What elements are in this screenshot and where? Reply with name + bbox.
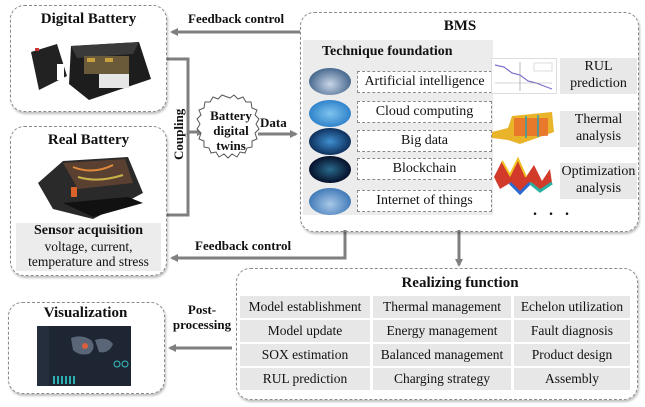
battery-pack-heatmap-icon	[492, 112, 554, 144]
post-line-2: processing	[172, 317, 232, 332]
bms-title: BMS	[443, 18, 477, 34]
digital-battery-panel: Digital Battery	[10, 5, 167, 112]
more-ellipsis: . . .	[533, 202, 573, 219]
feedback-top-label: Feedback control	[188, 11, 285, 26]
tech-item-artificial-intelligence: Artificial intelligence	[357, 71, 492, 93]
iot-city-icon	[309, 188, 351, 215]
feedback-bottom-arrow	[170, 230, 347, 262]
twins-cloud-shape	[196, 94, 260, 159]
sensor-line-2: temperature and stress	[28, 254, 149, 269]
real-battery-panel: Real Battery Sensor acquisition voltage,…	[10, 126, 167, 276]
function-thermal-management: Thermal management	[373, 296, 511, 318]
sensor-acquisition-box: Sensor acquisition voltage, current, tem…	[16, 223, 161, 271]
twins-line-1: Battery	[210, 108, 252, 123]
tech-item-big-data: Big data	[357, 130, 492, 152]
twins-line-2: digital	[213, 123, 249, 138]
function-energy-management: Energy management	[373, 320, 511, 342]
cloud-icon	[309, 100, 351, 127]
app-thermal-line-2: analysis	[575, 129, 622, 144]
tech-item-internet-of-things: Internet of things	[357, 190, 492, 212]
function-balanced-management: Balanced management	[373, 344, 511, 366]
app-optimization-line-1: Optimization	[561, 164, 636, 179]
digital-battery-title: Digital Battery	[40, 11, 137, 27]
function-charging-strategy: Charging strategy	[373, 368, 511, 390]
function-model-update: Model update	[240, 320, 370, 342]
function-echelon-utilization: Echelon utilization	[514, 296, 630, 318]
technique-foundation-title: Technique foundation	[322, 44, 453, 59]
sensor-acquisition-title: Sensor acquisition	[33, 223, 144, 238]
function-product-design: Product design	[514, 344, 630, 366]
app-rul-prediction: RUL prediction	[560, 58, 637, 94]
twins-line-3: twins	[216, 138, 246, 153]
app-thermal-line-1: Thermal	[574, 112, 623, 127]
city-network-icon	[309, 68, 351, 95]
coupling-bracket	[167, 57, 190, 217]
real-battery-image	[38, 157, 143, 219]
real-battery-title: Real Battery	[47, 132, 130, 148]
tech-item-blockchain: Blockchain	[357, 158, 492, 180]
sensor-line-1: voltage, current,	[44, 239, 133, 254]
app-optimization-analysis: Optimization analysis	[560, 163, 637, 199]
app-rul-line-2: prediction	[570, 76, 627, 91]
data-label: Data	[260, 115, 287, 130]
function-rul-prediction: RUL prediction	[240, 368, 370, 390]
function-fault-diagnosis: Fault diagnosis	[514, 320, 630, 342]
realizing-function-title: Realizing function	[401, 275, 519, 291]
feedback-bottom-label: Feedback control	[195, 238, 292, 253]
post-line-1: Post-	[187, 302, 217, 317]
coupling-label: Coupling	[171, 108, 186, 160]
digital-battery-image	[31, 42, 151, 100]
function-sox-estimation: SOX estimation	[240, 344, 370, 366]
tech-item-cloud-computing: Cloud computing	[357, 101, 492, 123]
dashboard-screenshot-icon	[37, 326, 131, 386]
app-optimization-line-2: analysis	[575, 181, 622, 196]
surface-plot-icon	[494, 156, 553, 195]
chain-icon	[309, 156, 351, 183]
bms-panel	[300, 12, 639, 232]
function-model-establishment: Model establishment	[240, 296, 370, 318]
post-processing-label: Post- processing	[172, 302, 232, 332]
realizing-function-panel	[236, 268, 638, 400]
twins-label: Battery digital twins	[206, 108, 256, 153]
visualization-title: Visualization	[43, 305, 128, 321]
app-thermal-analysis: Thermal analysis	[560, 111, 637, 147]
app-rul-line-1: RUL	[584, 59, 613, 74]
data-stream-icon	[309, 128, 351, 155]
line-plot-icon	[491, 58, 557, 94]
function-assembly: Assembly	[514, 368, 630, 390]
